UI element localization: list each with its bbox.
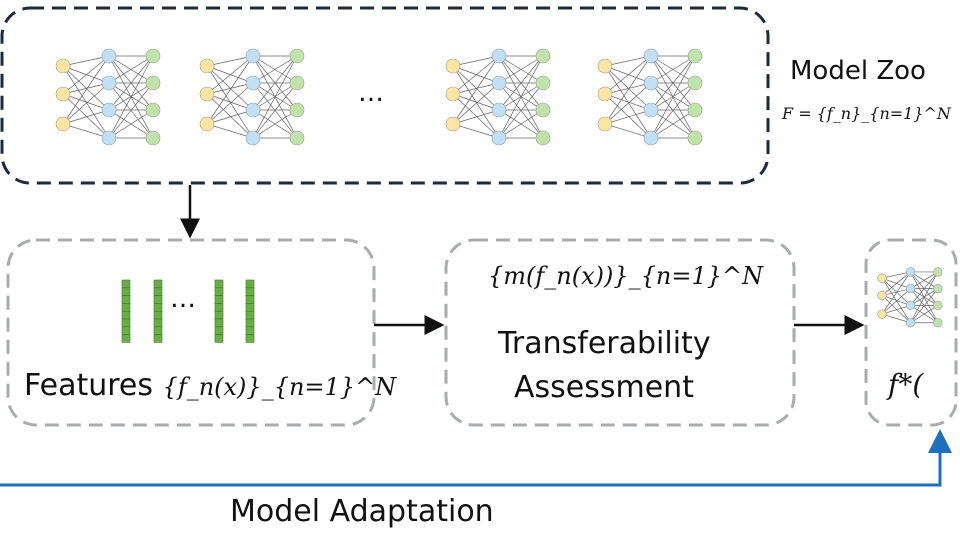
neuron (101, 130, 117, 146)
assessment-line2: Assessment (514, 370, 694, 405)
neuron (55, 116, 71, 132)
neuron (687, 48, 703, 64)
neuron (289, 48, 305, 64)
model-zoo-formula: F = {f_n}_{n=1}^N (782, 104, 951, 123)
neural-network-icon (597, 48, 703, 146)
neuron (199, 58, 215, 74)
neuron (445, 116, 461, 132)
neuron (933, 284, 943, 294)
neuron (877, 273, 887, 283)
assessment-line1: Transferability (498, 326, 711, 361)
model-adaptation-label: Model Adaptation (230, 494, 494, 529)
neuron (445, 86, 461, 102)
neuron (145, 48, 161, 64)
neuron (145, 102, 161, 118)
neuron (687, 75, 703, 91)
neuron (597, 116, 613, 132)
neuron (199, 86, 215, 102)
neuron (55, 58, 71, 74)
neuron (145, 75, 161, 91)
neuron (445, 58, 461, 74)
neuron (687, 130, 703, 146)
neuron (245, 102, 261, 118)
neuron (101, 48, 117, 64)
features-ellipsis: … (170, 284, 196, 314)
neuron (877, 309, 887, 319)
neuron (55, 86, 71, 102)
model-zoo-title: Model Zoo (790, 56, 926, 86)
feature-vector-icon (245, 279, 255, 343)
neuron (933, 318, 943, 328)
neuron (245, 130, 261, 146)
neuron (905, 284, 916, 294)
neuron (491, 75, 507, 91)
selected-model-formula: f*( (888, 368, 924, 401)
neuron (535, 102, 551, 118)
neural-network-icon (55, 48, 161, 146)
neuron (199, 116, 215, 132)
neuron (597, 58, 613, 74)
neuron (245, 75, 261, 91)
features-box (6, 238, 376, 427)
neuron (933, 300, 943, 311)
neuron (289, 102, 305, 118)
neuron (643, 130, 659, 146)
neuron (101, 75, 117, 91)
neural-network-icon (445, 48, 551, 146)
neural-network-icon (877, 267, 943, 328)
assessment-box (444, 238, 796, 427)
neuron (491, 130, 507, 146)
neuron (687, 102, 703, 118)
neuron (491, 48, 507, 64)
neuron (643, 75, 659, 91)
neuron (535, 130, 551, 146)
neuron (905, 300, 916, 311)
neuron (535, 75, 551, 91)
neuron (597, 86, 613, 102)
features-formula: {f_n(x)}_{n=1}^N (162, 373, 397, 401)
neuron (905, 267, 916, 277)
neuron (933, 267, 943, 277)
neuron (289, 130, 305, 146)
neuron (145, 130, 161, 146)
assessment-formula: {m(f_n(x))}_{n=1}^N (488, 262, 764, 290)
model-adaptation-arrow (0, 429, 952, 487)
neuron (289, 75, 305, 91)
neural-network-icon (199, 48, 305, 146)
neuron (643, 102, 659, 118)
neuron (535, 48, 551, 64)
neuron (905, 318, 916, 328)
zoo-ellipsis: … (358, 78, 384, 108)
neuron (245, 48, 261, 64)
model-zoo-box (0, 6, 770, 185)
neuron (101, 102, 117, 118)
neuron (491, 102, 507, 118)
neuron (643, 48, 659, 64)
selected-model-box (864, 238, 958, 427)
neuron (877, 290, 887, 301)
features-label: Features (24, 368, 153, 403)
feature-vector-icon (153, 279, 163, 343)
feature-vector-icon (214, 279, 224, 343)
feature-vector-icon (121, 279, 131, 343)
